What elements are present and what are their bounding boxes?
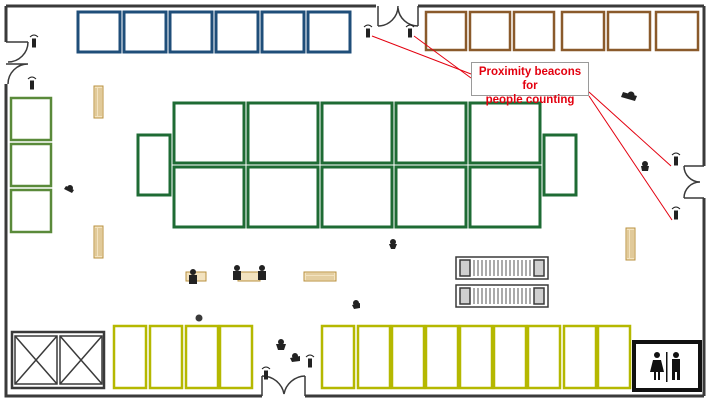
person-icon — [64, 91, 649, 362]
callout-line-1: Proximity beacons for — [478, 66, 582, 92]
restroom-icon[interactable] — [632, 340, 702, 392]
beacon-callout-label: Proximity beacons for people counting — [471, 62, 589, 106]
orange-stands[interactable] — [424, 10, 700, 52]
callout-line-2: people counting — [485, 94, 575, 106]
elevator-icon[interactable] — [10, 330, 106, 390]
central-green-stands[interactable] — [136, 101, 578, 229]
yellow-stands[interactable] — [112, 324, 632, 390]
door-icon[interactable] — [6, 5, 704, 396]
blue-stands[interactable] — [76, 10, 352, 54]
left-green-stands[interactable] — [9, 96, 53, 234]
outer-walls — [4, 4, 706, 398]
beacon-icon[interactable] — [27, 24, 681, 380]
escalator-icon[interactable] — [455, 256, 549, 308]
callout-pointer-lines — [371, 35, 673, 221]
